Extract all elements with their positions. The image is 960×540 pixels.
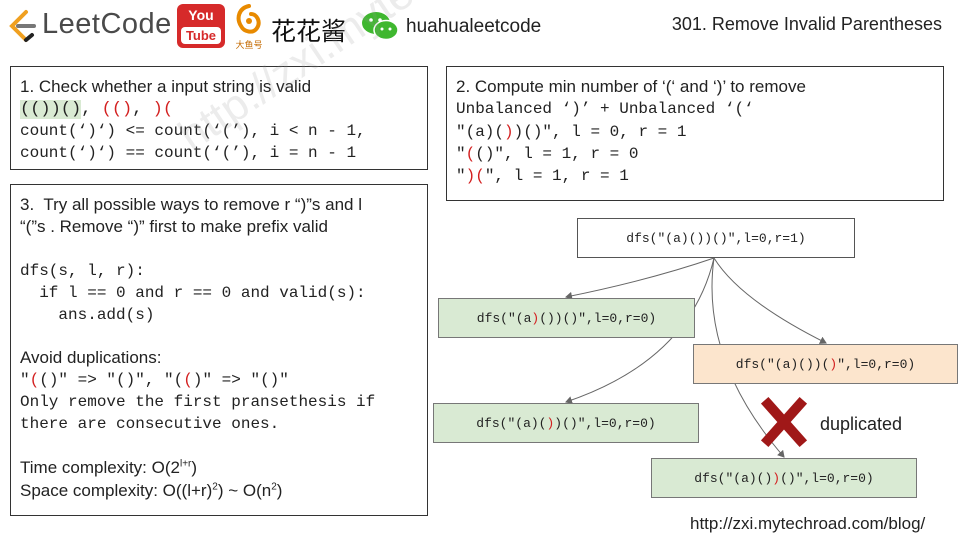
duplicate-cross-icon bbox=[760, 396, 808, 448]
edge-root-b bbox=[713, 257, 827, 344]
validity-check-box: 1. Check whether a input string is valid… bbox=[10, 66, 428, 170]
box1-examples: (())(), ((), )( bbox=[20, 100, 174, 119]
box2-subheading: Unbalanced ‘)’ + Unbalanced ‘(‘ bbox=[456, 100, 754, 118]
note-line-2: there are consecutive ones. bbox=[20, 415, 280, 433]
leetcode-icon bbox=[9, 10, 36, 42]
box2-heading: 2. Compute min number of ‘(‘ and ‘)’ to … bbox=[456, 77, 806, 96]
min-removal-box: 2. Compute min number of ‘(‘ and ‘)’ to … bbox=[446, 66, 944, 201]
code-line-3: ans.add(s) bbox=[20, 306, 155, 324]
code-line-1: dfs(s, l, r): bbox=[20, 262, 145, 280]
duplicated-label: duplicated bbox=[820, 414, 903, 434]
wechat-icon bbox=[362, 12, 399, 41]
page-title: 301. Remove Invalid Parentheses bbox=[671, 14, 942, 34]
wechat-id: huahualeetcode bbox=[406, 16, 542, 37]
invalid-example-1: (() bbox=[101, 100, 133, 119]
fish-label: 大鱼号 bbox=[235, 40, 263, 50]
box2-example-1: "(a)())()", l = 0, r = 1 bbox=[456, 123, 687, 141]
youtube-logo: You Tube bbox=[177, 4, 225, 48]
tree-node-root: dfs("(a)())()",l=0,r=1) bbox=[577, 218, 855, 258]
valid-example: (())() bbox=[20, 100, 82, 119]
time-complexity: Time complexity: O(2l+r) bbox=[20, 458, 198, 477]
box3-heading-2: “(”s . Remove “)” first to make prefix v… bbox=[20, 217, 328, 236]
box1-rule-prefix: count(‘)‘) <= count(‘(’), i < n - 1, bbox=[20, 122, 366, 140]
author-name: 花花酱 bbox=[271, 17, 347, 46]
code-line-2: if l == 0 and r == 0 and valid(s): bbox=[20, 284, 366, 302]
box2-example-2: "(()", l = 1, r = 0 bbox=[456, 145, 639, 163]
box1-heading: 1. Check whether a input string is valid bbox=[20, 77, 312, 96]
youtube-bottom: Tube bbox=[181, 27, 221, 44]
leetcode-logo bbox=[6, 8, 171, 44]
youtube-top: You bbox=[188, 7, 214, 23]
note-line-1: Only remove the first pransethesis if bbox=[20, 393, 376, 411]
tree-node-d: dfs("(a)())()",l=0,r=0) bbox=[651, 458, 917, 498]
leetcode-brand: LeetCode bbox=[42, 8, 172, 40]
invalid-example-2: )( bbox=[152, 100, 174, 119]
duplication-example: "(()" => "()", "(()" => "()" bbox=[20, 371, 289, 389]
box1-rule-final: count(‘)‘) == count(‘(’), i = n - 1 bbox=[20, 144, 357, 162]
tree-node-a: dfs("(a)())()",l=0,r=0) bbox=[438, 298, 695, 338]
edge-root-a bbox=[565, 257, 715, 300]
box2-example-3: ")(", l = 1, r = 1 bbox=[456, 167, 629, 185]
tree-node-b: dfs("(a)())()",l=0,r=0) bbox=[693, 344, 958, 384]
box3-heading-1: 3. Try all possible ways to remove r “)”… bbox=[20, 195, 363, 214]
space-complexity: Space complexity: O((l+r)2) ~ O(n2) bbox=[20, 481, 283, 500]
footer-url[interactable]: http://zxi.mytechroad.com/blog/ bbox=[690, 514, 926, 533]
tree-node-c: dfs("(a)())()",l=0,r=0) bbox=[433, 403, 699, 443]
avoid-duplication-label: Avoid duplications: bbox=[20, 348, 162, 367]
dfs-approach-box: 3. Try all possible ways to remove r “)”… bbox=[10, 184, 428, 516]
fish-icon bbox=[236, 4, 261, 34]
